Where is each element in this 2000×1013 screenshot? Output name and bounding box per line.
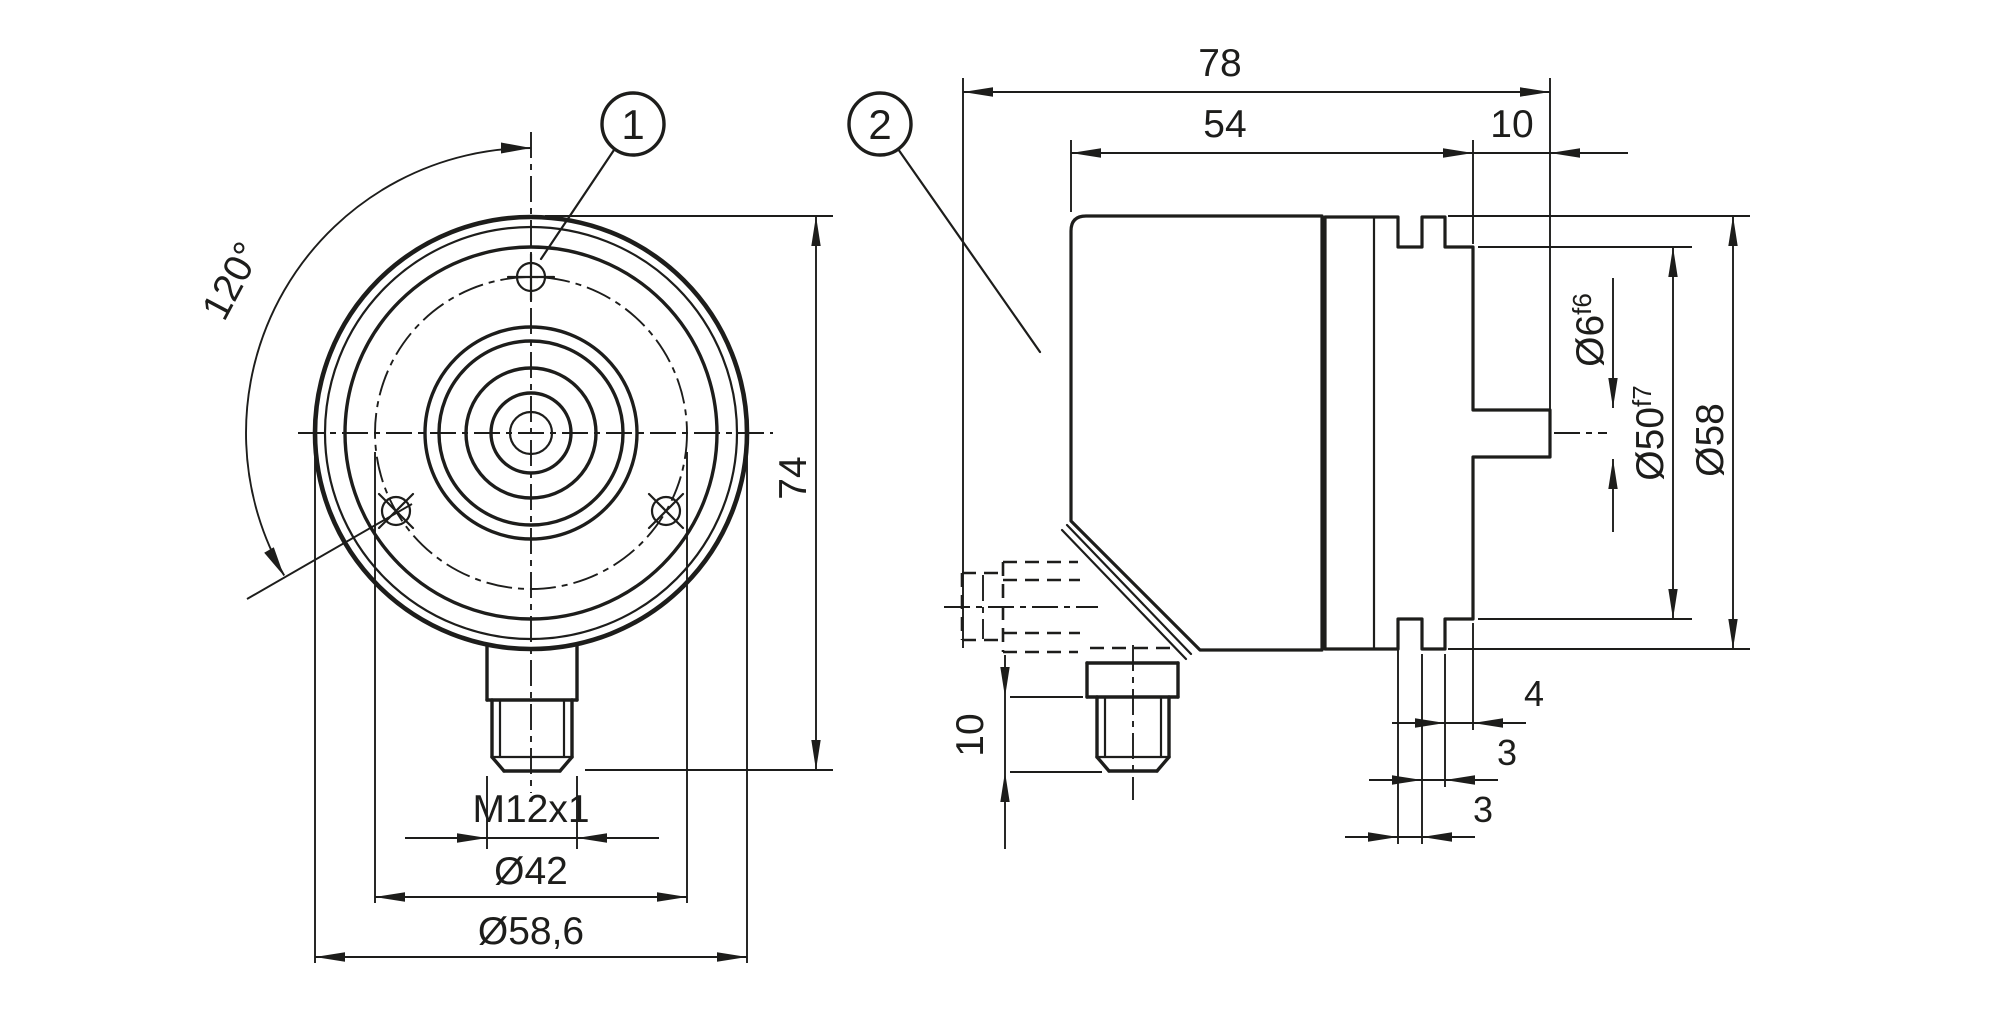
pilot-width-label: 4 (1524, 673, 1544, 714)
dim-shaft-dia-6: Ø6f6 (1567, 278, 1618, 532)
mounting-screw-right (647, 492, 685, 530)
callout-2-label: 2 (868, 101, 891, 148)
housing-body (1069, 214, 1324, 652)
clamp-flange-and-shaft (1323, 215, 1552, 651)
dim-connector-10: 10 (949, 655, 1102, 849)
angle-label: 120° (194, 235, 270, 326)
groove-front-label: 3 (1497, 732, 1517, 773)
dim-angle-120: 120° (194, 142, 532, 600)
front-view: 120° 1 74 (194, 91, 833, 963)
dim-outer-58-6: Ø58,6 (314, 450, 748, 963)
shaft-dia-label: Ø6f6 (1567, 293, 1612, 367)
dim-pilot-dia-50: Ø50f7 (1478, 246, 1692, 620)
mounting-screw-top (506, 252, 556, 302)
groove-rear-label: 3 (1473, 789, 1493, 830)
bolt-circle-label: Ø42 (494, 850, 568, 893)
arrowhead (501, 142, 531, 154)
dim-flange-dia-58: Ø58 (1448, 215, 1750, 650)
callout-1: 1 (539, 91, 666, 261)
flange-dia-label: Ø58 (1689, 403, 1732, 477)
dim-total-78: 78 (962, 42, 1551, 648)
encoder-front-outline (312, 214, 750, 652)
mounting-screw-left (377, 492, 415, 530)
dim-thread-m12: M12x1 (405, 776, 659, 849)
dim-groove-3a: 3 (1369, 654, 1517, 844)
dim-shaft-length-10: 10 (1473, 103, 1628, 158)
side-view: 2 78 54 10 Ø6f6 (847, 42, 1750, 849)
total-depth-label: 78 (1198, 42, 1241, 85)
thread-label: M12x1 (472, 788, 589, 831)
callout-2: 2 (847, 91, 1042, 354)
dim-body-54: 54 (1070, 103, 1474, 244)
connector-side-radial-hidden (944, 560, 1098, 654)
dim-pilot-width-4: 4 (1392, 623, 1544, 787)
body-depth-label: 54 (1203, 103, 1246, 146)
shaft-length-label: 10 (1490, 103, 1533, 146)
bolt-circle (374, 276, 688, 590)
chamfer-face (1060, 523, 1193, 661)
callout-1-label: 1 (621, 101, 644, 148)
pilot-dia-label: Ø50f7 (1627, 385, 1672, 480)
dim-height-74: 74 (545, 215, 833, 771)
connector-front (485, 644, 579, 773)
connector-length-label: 10 (949, 713, 992, 756)
dim-groove-3b: 3 (1345, 623, 1493, 844)
dim-bolt-circle-42: Ø42 (374, 452, 688, 903)
outer-dia-label: Ø58,6 (478, 910, 584, 953)
connector-side-axial (1085, 645, 1180, 800)
arrowhead (264, 547, 284, 576)
height-label: 74 (772, 456, 815, 499)
